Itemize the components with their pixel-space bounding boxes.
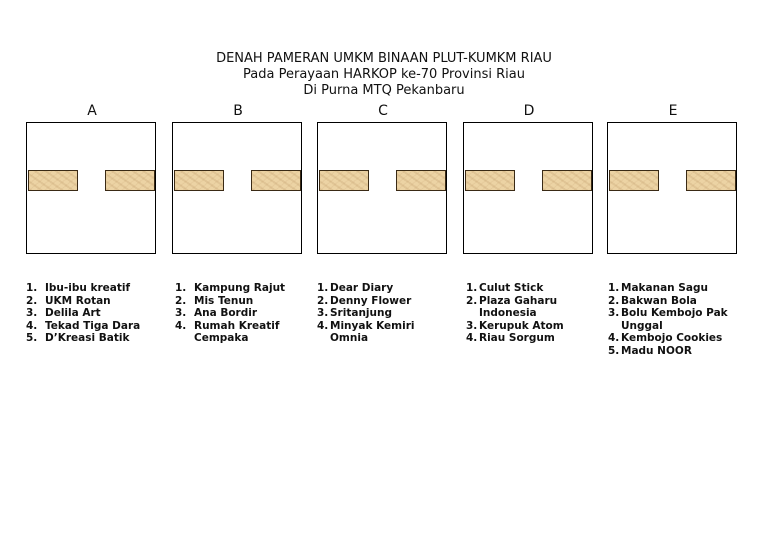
hall-c-booth-left: [319, 170, 369, 191]
page-title: DENAH PAMERAN UMKM BINAAN PLUT-KUMKM RIA…: [0, 51, 768, 99]
hall-a-booth-right: [105, 170, 155, 191]
hall-a-booth-left: [28, 170, 78, 191]
hall-b-label: B: [233, 103, 243, 119]
hall-e-box: [607, 122, 737, 254]
list-item: 3.Ana Bordir: [175, 307, 258, 320]
hall-d-booth-left: [465, 170, 515, 191]
hall-e-booth-right: [686, 170, 736, 191]
hall-c: C: [317, 102, 449, 254]
hall-b-exhibitor-list: 1.Kampung Rajut 2.Mis Tenun 3.Ana Bordir…: [175, 282, 305, 345]
title-line-2: Pada Perayaan HARKOP ke-70 Provinsi Riau: [243, 67, 525, 82]
hall-a-box: [26, 122, 156, 254]
list-item: 1.Makanan Sagu: [608, 282, 708, 294]
hall-a-exhibitor-list: 1.Ibu-ibu kreatif 2.UKM Rotan 3.Delila A…: [26, 282, 161, 345]
list-item: 3.Sritanjung: [317, 307, 392, 320]
hall-c-box: [317, 122, 447, 254]
hall-d-box: [463, 122, 593, 254]
list-item: 4.Riau Sorgum: [466, 332, 555, 345]
list-item: 4.Tekad Tiga Dara: [26, 319, 141, 332]
hall-e-label: E: [668, 103, 678, 119]
list-item: 3.Delila Art: [26, 307, 101, 320]
list-item: 3.Kerupuk Atom: [466, 319, 564, 332]
list-item: 1.Ibu-ibu kreatif: [26, 282, 131, 294]
hall-d-booth-right: [542, 170, 592, 191]
hall-c-label: C: [378, 103, 388, 119]
hall-d-label: D: [523, 103, 535, 119]
hall-e-booth-left: [609, 170, 659, 191]
hall-b: B: [172, 102, 304, 254]
list-item: 4.Minyak Kemiri Omnia: [317, 319, 415, 345]
hall-b-booth-left: [174, 170, 224, 191]
hall-c-exhibitor-list: 1.Dear Diary 2.Denny Flower 3.Sritanjung…: [317, 282, 447, 345]
list-item: 1.Kampung Rajut: [175, 282, 286, 294]
hall-b-box: [172, 122, 302, 254]
hall-d-exhibitor-list: 1.Culut Stick 2.Plaza Gaharu Indonesia 3…: [466, 282, 596, 345]
list-item: 2.Bakwan Bola: [608, 294, 697, 307]
hall-e-exhibitor-list: 1.Makanan Sagu 2.Bakwan Bola 3.Bolu Kemb…: [608, 282, 748, 358]
hall-a-label: A: [87, 103, 97, 119]
list-item: 1.Culut Stick: [466, 282, 544, 294]
list-item: 4.Kembojo Cookies: [608, 332, 723, 345]
hall-b-booth-right: [251, 170, 301, 191]
hall-a: A: [26, 102, 158, 254]
list-item: 5.Madu NOOR: [608, 344, 692, 357]
hall-c-booth-right: [396, 170, 446, 191]
list-item: 2.Denny Flower: [317, 294, 412, 307]
list-item: 2.Mis Tenun: [175, 294, 254, 307]
title-line-1: DENAH PAMERAN UMKM BINAAN PLUT-KUMKM RIA…: [216, 51, 552, 66]
list-item: 5.D’Kreasi Batik: [26, 332, 130, 345]
title-line-3: Di Purna MTQ Pekanbaru: [303, 83, 465, 98]
hall-e: E: [607, 102, 739, 254]
hall-d: D: [463, 102, 595, 254]
list-item: 4.Rumah Kreatif Cempaka: [175, 319, 280, 345]
list-item: 1.Dear Diary: [317, 282, 394, 294]
list-item: 3.Bolu Kembojo Pak Unggal: [608, 307, 728, 332]
list-item: 2.Plaza Gaharu Indonesia: [466, 294, 558, 320]
list-item: 2.UKM Rotan: [26, 294, 111, 307]
